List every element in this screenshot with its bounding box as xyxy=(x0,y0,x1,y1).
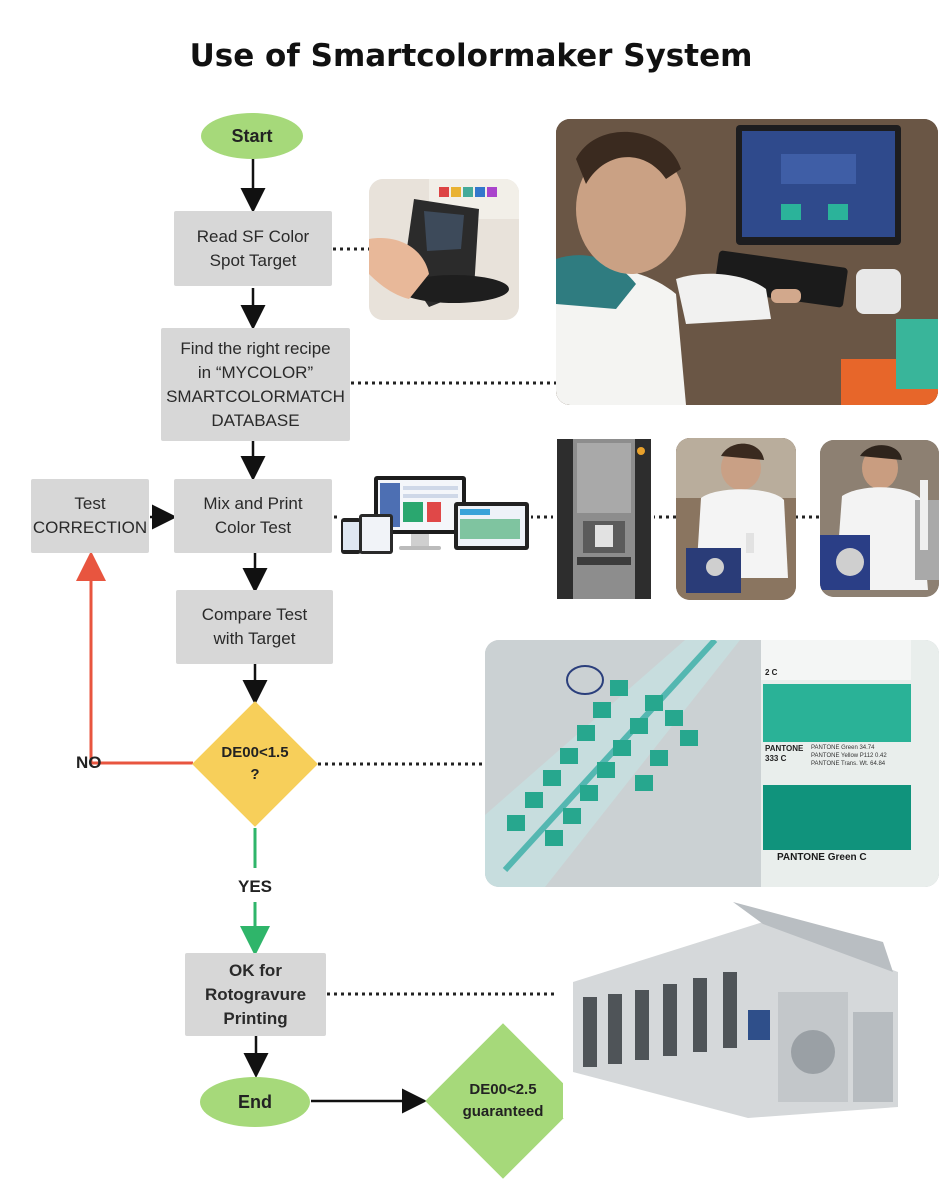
rotogravure-press-photo xyxy=(563,902,911,1118)
colorimeter-photo xyxy=(369,179,519,320)
find-recipe-step: Find the right recipe in “MYCOLOR” SMART… xyxy=(161,328,350,441)
ok-rotogravure-step: OK for Rotogravure Printing xyxy=(185,953,326,1036)
guarantee-badge: DE00<2.5 guaranteed xyxy=(424,1022,582,1180)
devices-photo xyxy=(339,474,531,558)
mix-print-step: Mix and Print Color Test xyxy=(174,479,332,553)
press-operator-photo xyxy=(820,440,939,597)
pantone-top-label: 2 C xyxy=(765,668,778,677)
operator-computer-photo xyxy=(556,119,938,405)
pantone-333-label: PANTONE 333 C xyxy=(765,744,804,763)
yes-label: YES xyxy=(238,877,273,896)
page-title: Use of Smartcolormaker System xyxy=(189,38,753,74)
read-target-step: Read SF Color Spot Target xyxy=(174,211,332,286)
test-correction-step: Test CORRECTION xyxy=(31,479,149,553)
start-node: Start xyxy=(201,113,303,159)
end-node: End xyxy=(200,1077,310,1127)
color-chart-photo: 2 C PANTONE 333 C PANTONE Green 34.74 PA… xyxy=(485,640,939,887)
dispenser-photo xyxy=(553,437,654,601)
pantone-formula-list: PANTONE Green 34.74 PANTONE Yellow P112 … xyxy=(811,745,887,767)
no-label: NO xyxy=(76,753,102,772)
pantone-green-label: PANTONE Green C xyxy=(777,852,867,863)
lab-operator-photo xyxy=(676,438,796,600)
de00-decision: DE00<1.5 ? xyxy=(192,700,318,828)
compare-step: Compare Test with Target xyxy=(176,590,333,664)
